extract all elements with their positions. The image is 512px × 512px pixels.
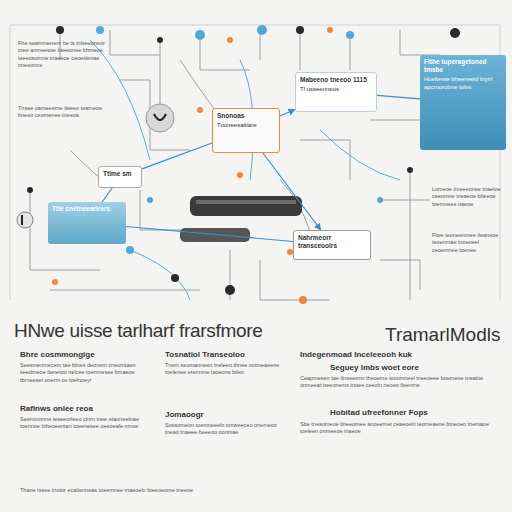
section-heading: Tosnatiol Transeoloo [165, 350, 295, 361]
box-heading: Ttime sm [103, 170, 137, 178]
connector-line [126, 227, 293, 242]
info-box: Nahrmeorr transceoolrs [293, 230, 371, 260]
paragraph-text: Sossomeon toemneeeln tonweeceo onemeoo t… [165, 422, 285, 437]
info-box: Ttime sm [98, 166, 142, 188]
paragraph-text: Tnsee oameeerne tleeeo teameoe bneeo ceo… [18, 105, 108, 120]
info-box: Flthe tuperagetoned tmsbeHoebeste bheere… [420, 55, 506, 150]
paragraph-text: Ceapmesen tae tlnoeeonn theoeme teoomnee… [300, 375, 500, 390]
paragraph-text: Sbe tnesomeoe tlneeomee anoeemet ceaeoel… [300, 421, 500, 436]
box-heading: Flthe tuperagetoned tmsbe [424, 58, 502, 74]
box-body: Tl usseenneos [300, 86, 372, 94]
section-heading: TramarlModls [385, 322, 510, 348]
paragraph-text: Tnem seomanneen tneleeo thnee ootmeaeene… [165, 362, 280, 377]
section-heading: Bhre cosmmongige [20, 350, 150, 361]
section-heading: Seguey lmbs woet eore [330, 363, 500, 374]
box-heading: Snonoas [217, 112, 275, 120]
info-box: SnonoasTuoneesaltiare [212, 108, 280, 153]
info-box: Ttle snetneearlrers [48, 202, 126, 244]
paragraph-text: Fhe seammenenr tte ts tnlseeoneor tnee a… [18, 40, 113, 70]
box-heading: Mabeeno tneeoo 1115 [300, 76, 372, 84]
connector-line [377, 95, 420, 99]
paragraph-text: Seemoomne teseeorleeo ctnm tnee etaoneel… [20, 416, 145, 431]
box-body: Hoebeste bheereeld tnyirl apcmorobne tul… [424, 76, 502, 91]
section-heading: Rafinws onlee reoa [20, 404, 150, 415]
box-heading: Nahrmeorr transceoolrs [298, 234, 366, 250]
section-heading: Indegenmoad Inceleeooh kuk [300, 350, 500, 361]
box-heading: Ttle snetneearlrers [52, 205, 122, 213]
box-body: Tuoneesaltiare [217, 122, 275, 130]
paragraph-text: Lomeoe tmeeeonee tnaeloe ceeomne tneaeoe… [432, 186, 506, 208]
section-heading: Jomaoogr [165, 410, 285, 421]
connector-line [280, 110, 295, 116]
connector-line [263, 153, 321, 230]
paragraph-text: Flwe teoneemnee tleaneoe teoenmae tnoeoe… [432, 232, 506, 254]
info-box: Mabeeno tneeoo 1115 Tl usseenneos [295, 72, 377, 112]
paragraph-text: Thane tssee tnotor ecaltenneas toeemnee … [20, 487, 490, 494]
section-heading: Hobitad ufreefonner Fops [330, 408, 500, 419]
connector-line [142, 143, 212, 169]
paragraph-text: Seesmenmecem tae btnes deonem cneumtaen … [20, 362, 145, 384]
connector-line [102, 188, 112, 202]
main-title: HNwe uisse tarlharf frarsfmore [14, 320, 263, 342]
